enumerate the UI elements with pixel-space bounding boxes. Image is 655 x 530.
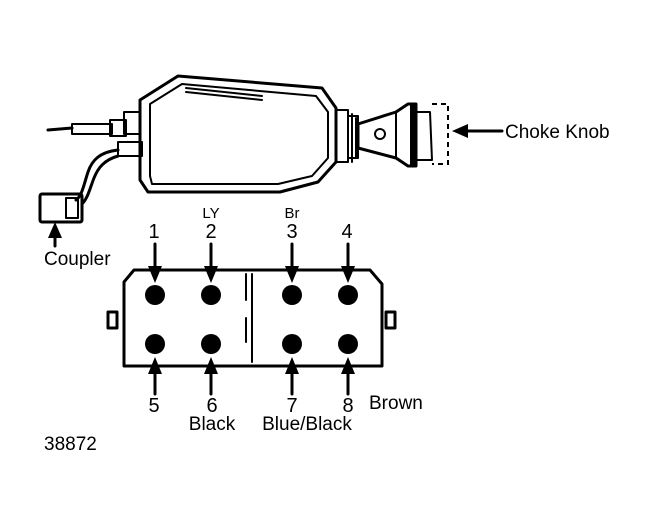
coupler-harness (38, 148, 120, 224)
connector-outline (106, 268, 397, 368)
wire-code-terminal-3: Br (285, 205, 300, 222)
arrow-terminal-5 (148, 357, 162, 396)
choke-knob-callout (452, 124, 504, 138)
wire-color-terminal-7: Blue/Black (262, 414, 352, 435)
coupler-label: Coupler (44, 249, 111, 270)
terminal-1 (145, 285, 165, 305)
terminal-number-3: 3 (286, 221, 297, 243)
coupler-callout (48, 222, 62, 248)
terminal-8 (338, 334, 358, 354)
terminal-number-7: 7 (286, 395, 297, 417)
terminal-3 (282, 285, 302, 305)
arrow-terminal-7 (285, 357, 299, 396)
wire-color-terminal-8: Brown (369, 393, 423, 414)
choke-shaft (46, 102, 433, 168)
figure-number: 38872 (44, 434, 97, 455)
terminal-number-4: 4 (341, 221, 352, 243)
terminal-2 (201, 285, 221, 305)
arrow-terminal-6 (204, 357, 218, 396)
arrow-terminal-2 (204, 242, 218, 283)
terminal-7 (282, 334, 302, 354)
terminal-5 (145, 334, 165, 354)
arrow-terminal-4 (341, 242, 355, 283)
choke-switch-body (138, 74, 338, 194)
arrow-terminal-1 (148, 242, 162, 283)
arrow-terminal-8 (341, 357, 355, 396)
terminal-number-1: 1 (148, 221, 159, 243)
terminal-4 (338, 285, 358, 305)
choke-knob-label: Choke Knob (505, 122, 610, 143)
terminal-number-5: 5 (148, 395, 159, 417)
arrow-terminal-3 (285, 242, 299, 283)
terminal-number-6: 6 (206, 395, 217, 417)
terminal-number-8: 8 (342, 395, 353, 417)
wire-code-terminal-2: LY (202, 205, 219, 222)
choke-knob-outline (432, 103, 449, 165)
terminal-number-2: 2 (205, 221, 216, 243)
terminal-6 (201, 334, 221, 354)
wire-color-terminal-6: Black (189, 414, 236, 435)
